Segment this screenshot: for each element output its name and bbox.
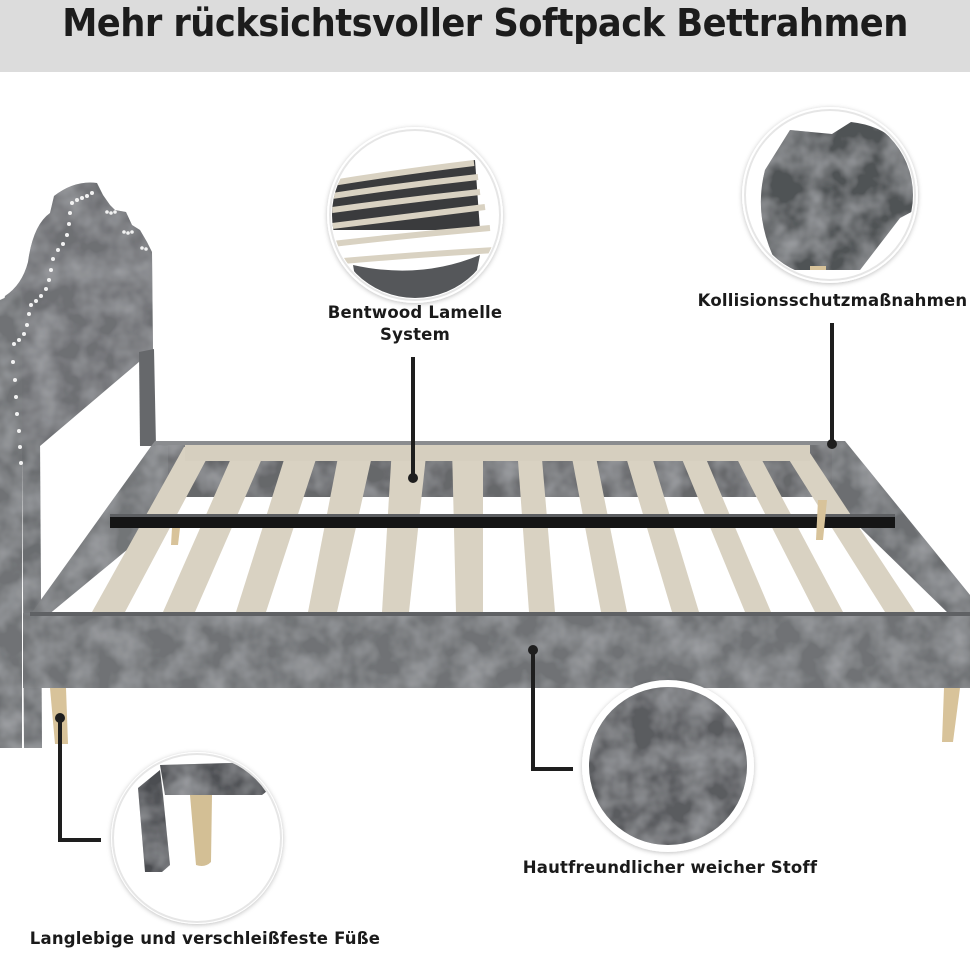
nailhead-trim	[11, 191, 148, 465]
corner-closeup-circle	[742, 107, 918, 283]
slats-label: Bentwood Lamelle System	[310, 302, 520, 346]
callout-dots	[55, 439, 837, 723]
center-support-beam	[110, 500, 895, 545]
fabric-callout-line	[531, 650, 573, 771]
bumper-label: Kollisionsschutzmaßnahmen	[697, 291, 968, 310]
fabric-label: Hautfreundlicher weicher Stoff	[522, 858, 818, 877]
page-title: Mehr rücksichtsvoller Softpack Bettrahme…	[62, 1, 908, 45]
slats-label-line2: System	[380, 325, 450, 344]
title-banner: Mehr rücksichtsvoller Softpack Bettrahme…	[0, 0, 970, 72]
bentwood-slats	[92, 445, 915, 612]
front-rail	[23, 612, 970, 688]
slat-closeup-circle	[327, 127, 503, 303]
fabric-closeup-circle	[582, 680, 754, 852]
bed-frame-illustration	[0, 107, 970, 924]
callout-lines	[58, 323, 834, 842]
leg-closeup-circle	[111, 752, 283, 924]
legs-label: Langlebige und verschleißfeste Füße	[29, 929, 381, 948]
legs-callout-line	[58, 717, 101, 842]
slats-label-line1: Bentwood Lamelle	[327, 303, 503, 322]
bed-legs	[50, 688, 960, 744]
